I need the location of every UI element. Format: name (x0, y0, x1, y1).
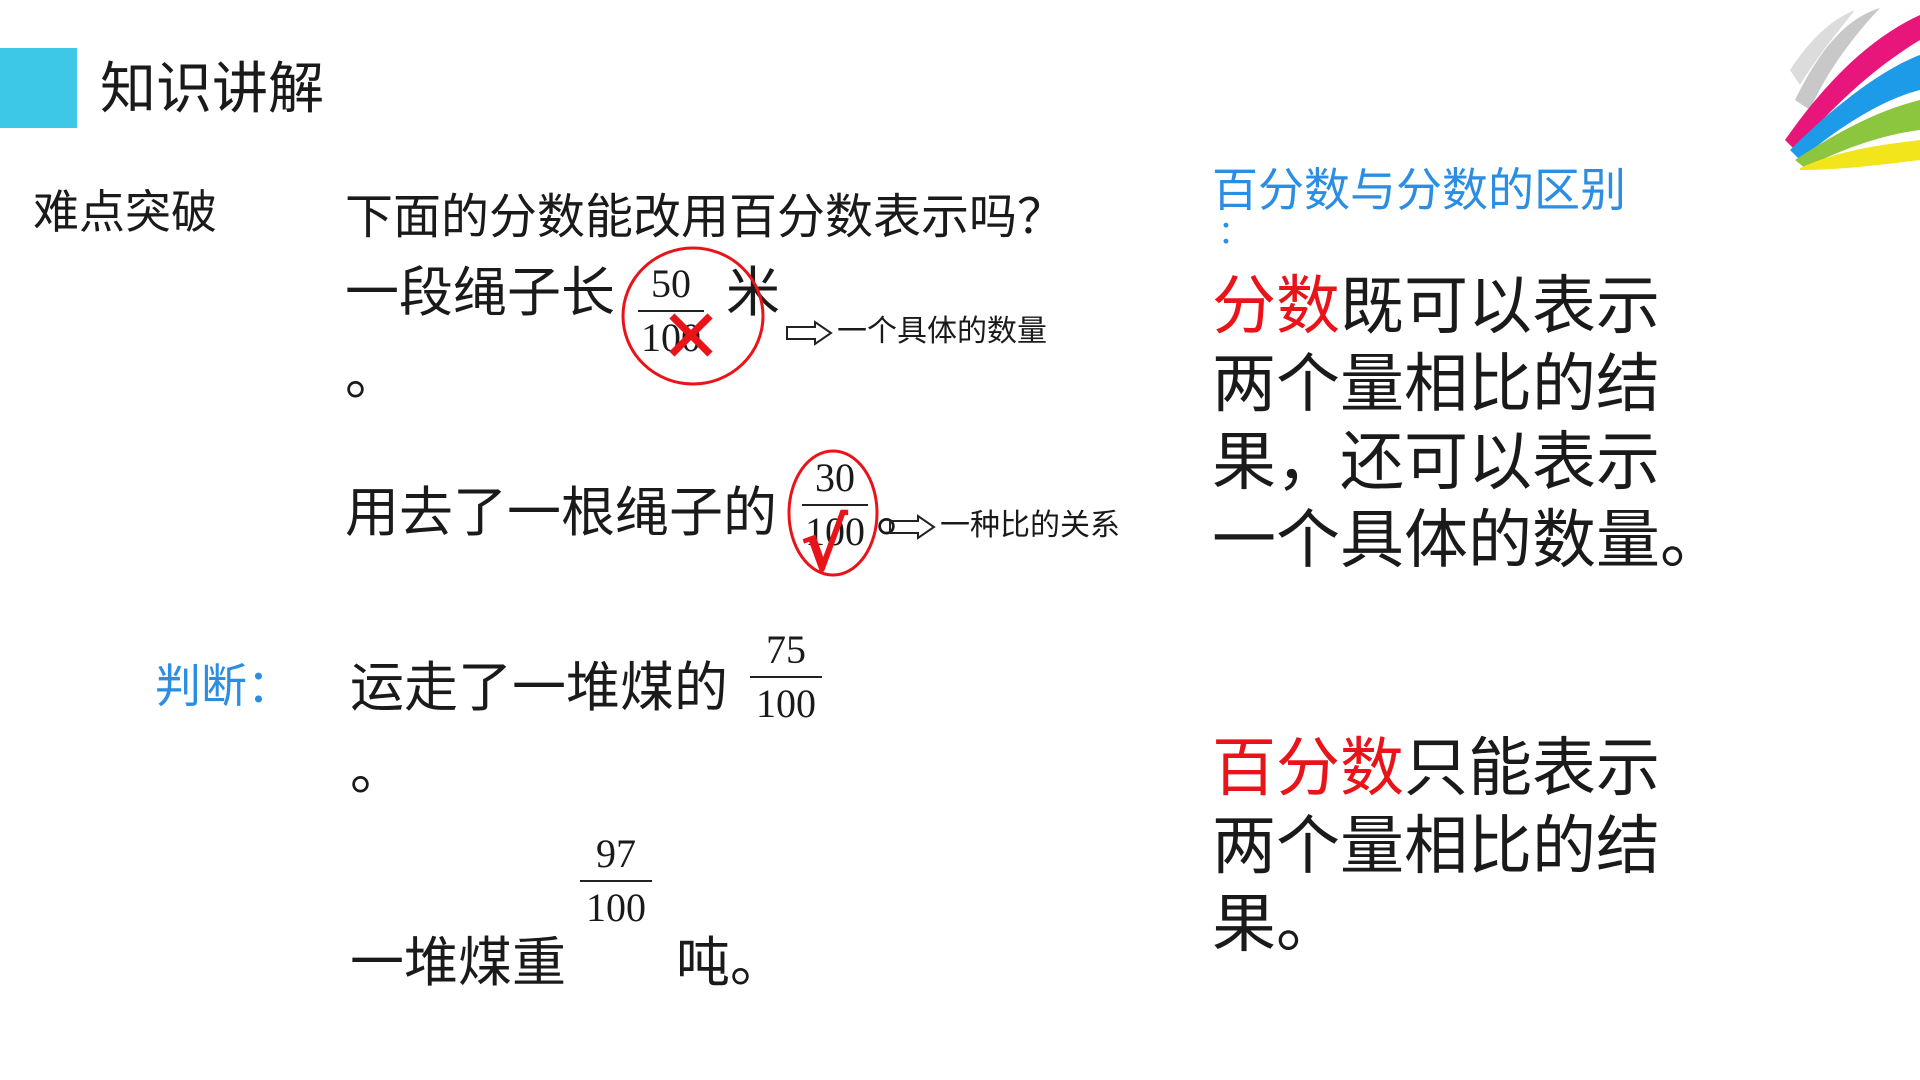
title-accent-bar (0, 48, 77, 128)
j2-fraction: 97 100 (580, 832, 652, 930)
fraction-term: 分数 (1212, 270, 1340, 344)
q2-denominator: 100 (805, 509, 865, 554)
percent-line: 只能表示 (1404, 732, 1660, 806)
q1-note-text: 一个具体的数量 (837, 314, 1047, 349)
page-title: 知识讲解 (100, 57, 324, 122)
j1-fraction: 75 100 (750, 628, 822, 726)
j2-numerator: 97 (596, 831, 636, 876)
j1-text: 运走了一堆煤的 (350, 656, 728, 719)
comparison-heading: 百分数与分数的区别 (1212, 163, 1626, 217)
question-prompt: 下面的分数能改用百分数表示吗？ (345, 189, 1066, 245)
fraction-line: 既可以表示 (1340, 270, 1660, 344)
q1-text: 一段绳子长 (345, 261, 615, 324)
difficulty-label: 难点突破 (33, 185, 217, 239)
percent-line: 两个量相比的结 (1212, 810, 1660, 884)
j2-unit: 吨。 (676, 931, 784, 994)
q2-note: 一种比的关系 (888, 506, 1120, 546)
q1-note: 一个具体的数量 (785, 312, 1047, 352)
fraction-bar (638, 310, 704, 312)
heading-colon: ： (1218, 213, 1251, 251)
q1-period: 。 (345, 344, 399, 407)
j1-period: 。 (350, 739, 404, 802)
j2-text: 一堆煤重 (350, 931, 566, 994)
q1-fraction: 50 100 (638, 262, 704, 360)
fraction-bar (580, 880, 652, 882)
q1-unit: 米 (726, 261, 780, 324)
judge-label: 判断： (155, 659, 293, 713)
double-arrow-icon (786, 319, 833, 346)
fraction-explanation: 分数既可以表示 两个量相比的结 果，还可以表示 一个具体的数量。 (1212, 268, 1724, 580)
fraction-line: 两个量相比的结 (1212, 348, 1660, 422)
j1-denominator: 100 (756, 681, 816, 726)
q2-fraction: 30 100 (802, 456, 868, 554)
fraction-line: 一个具体的数量。 (1212, 504, 1724, 578)
brand-logo-icon (1785, 8, 1920, 170)
q2-text: 用去了一根绳子的 (345, 481, 777, 544)
j2-denominator: 100 (586, 885, 646, 930)
percent-line: 果。 (1212, 888, 1340, 962)
q1-denominator: 100 (641, 315, 701, 360)
percent-term: 百分数 (1212, 732, 1404, 806)
double-arrow-icon (889, 513, 936, 540)
q2-numerator: 30 (815, 455, 855, 500)
q1-numerator: 50 (651, 261, 691, 306)
fraction-line: 果，还可以表示 (1212, 426, 1660, 500)
j1-numerator: 75 (766, 627, 806, 672)
fraction-bar (802, 504, 868, 506)
fraction-bar (750, 676, 822, 678)
q2-note-text: 一种比的关系 (940, 508, 1120, 543)
percent-explanation: 百分数只能表示 两个量相比的结 果。 (1212, 730, 1660, 964)
